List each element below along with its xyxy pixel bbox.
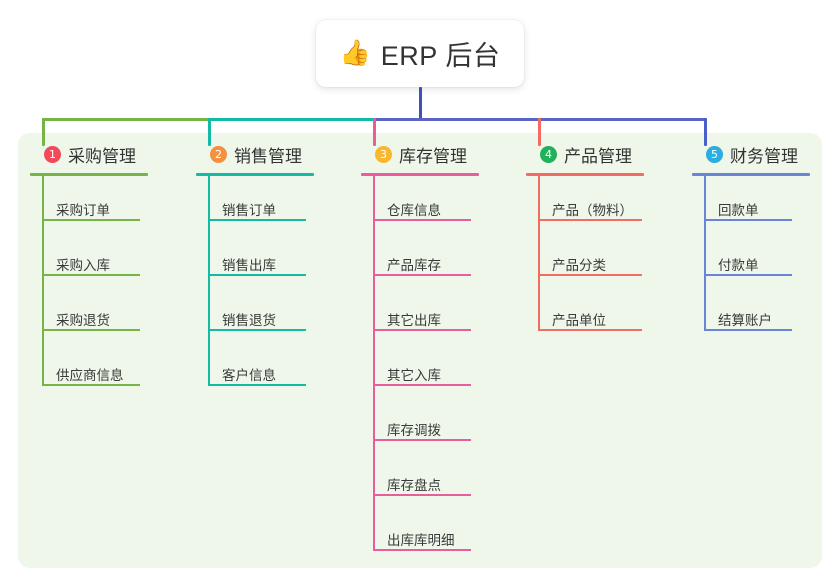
branch-header-rule <box>196 173 314 176</box>
branch-spine <box>42 175 44 386</box>
branch-header-5[interactable]: 5 财务管理 <box>692 141 798 167</box>
branch-header-1[interactable]: 1 采购管理 <box>30 141 136 167</box>
leaf-item-label[interactable]: 产品单位 <box>552 313 606 328</box>
branch-number-badge: 5 <box>706 145 723 163</box>
leaf-item-label[interactable]: 采购退货 <box>56 313 110 328</box>
thumbs-up-icon: 👍 <box>339 39 371 67</box>
leaf-item-rule <box>373 384 471 386</box>
leaf-item-label[interactable]: 出库库明细 <box>387 533 455 548</box>
leaf-item-label[interactable]: 其它出库 <box>387 313 441 328</box>
leaf-item-rule <box>704 219 792 221</box>
column-drop-line-1 <box>42 118 45 146</box>
leaf-item-rule <box>373 494 471 496</box>
leaf-item-rule <box>538 274 642 276</box>
leaf-item-label[interactable]: 供应商信息 <box>56 368 124 383</box>
leaf-item-label[interactable]: 客户信息 <box>222 368 276 383</box>
leaf-item-label[interactable]: 库存盘点 <box>387 478 441 493</box>
leaf-item-label[interactable]: 产品分类 <box>552 258 606 273</box>
leaf-item-label[interactable]: 产品库存 <box>387 258 441 273</box>
leaf-item-label[interactable]: 仓库信息 <box>387 203 441 218</box>
branch-title: 财务管理 <box>730 146 798 166</box>
column-drop-line-5 <box>704 118 707 146</box>
root-drop-line <box>419 87 422 121</box>
branch-title: 库存管理 <box>399 146 467 166</box>
branch-number-badge: 2 <box>210 145 227 163</box>
leaf-item-rule <box>704 274 792 276</box>
leaf-item-rule <box>42 329 140 331</box>
branch-column-2: 2 销售管理销售订单销售出库销售退货客户信息 <box>196 141 314 386</box>
branch-title: 采购管理 <box>68 146 136 166</box>
column-drop-line-3 <box>373 118 376 146</box>
column-drop-line-2 <box>208 118 211 146</box>
leaf-item-label[interactable]: 回款单 <box>718 203 759 218</box>
branch-spine <box>373 175 375 551</box>
branch-title: 产品管理 <box>564 146 632 166</box>
branch-column-4: 4 产品管理产品（物料） 产品分类产品单位 <box>526 141 644 331</box>
leaf-item-label[interactable]: 付款单 <box>718 258 759 273</box>
leaf-item-rule <box>42 274 140 276</box>
branch-number-badge: 4 <box>540 145 557 163</box>
leaf-item-rule <box>42 384 140 386</box>
branch-number-badge: 1 <box>44 145 61 163</box>
leaf-item-label[interactable]: 销售出库 <box>222 258 276 273</box>
root-node-card[interactable]: 👍 ERP 后台 <box>316 20 524 87</box>
branch-column-5: 5 财务管理回款单付款单结算账户 <box>692 141 810 331</box>
leaf-item-rule <box>373 439 471 441</box>
leaf-item-rule <box>373 329 471 331</box>
bus-segment-middle <box>208 118 375 121</box>
leaf-item-rule <box>208 329 306 331</box>
leaf-item-label[interactable]: 销售订单 <box>222 203 276 218</box>
leaf-item-rule <box>208 274 306 276</box>
leaf-item-rule <box>373 274 471 276</box>
leaf-item-label[interactable]: 结算账户 <box>718 313 772 328</box>
branch-column-3: 3 库存管理仓库信息产品库存其它出库其它入库库存调拨库存盘点出库库明细 <box>361 141 479 551</box>
branch-header-4[interactable]: 4 产品管理 <box>526 141 632 167</box>
branch-header-2[interactable]: 2 销售管理 <box>196 141 302 167</box>
leaf-item-rule <box>704 329 792 331</box>
branch-header-rule <box>30 173 148 176</box>
branch-header-rule <box>361 173 479 176</box>
leaf-item-rule <box>538 329 642 331</box>
leaf-item-label[interactable]: 产品（物料） <box>552 203 633 218</box>
branch-spine <box>538 175 540 331</box>
branch-title: 销售管理 <box>234 146 302 166</box>
branch-number-badge: 3 <box>375 145 392 163</box>
leaf-item-rule <box>208 219 306 221</box>
branch-spine <box>704 175 706 331</box>
leaf-item-label[interactable]: 其它入库 <box>387 368 441 383</box>
leaf-item-label[interactable]: 库存调拨 <box>387 423 441 438</box>
branch-header-rule <box>692 173 810 176</box>
leaf-item-label[interactable]: 销售退货 <box>222 313 276 328</box>
leaf-item-label[interactable]: 采购订单 <box>56 203 110 218</box>
leaf-item-rule <box>208 384 306 386</box>
leaf-item-rule <box>538 219 642 221</box>
branch-header-3[interactable]: 3 库存管理 <box>361 141 467 167</box>
column-drop-line-4 <box>538 118 541 146</box>
branch-spine <box>208 175 210 386</box>
branch-header-rule <box>526 173 644 176</box>
leaf-item-label[interactable]: 采购入库 <box>56 258 110 273</box>
bus-segment-left <box>42 118 210 121</box>
branch-column-1: 1 采购管理采购订单采购入库采购退货供应商信息 <box>30 141 148 386</box>
leaf-item-rule <box>42 219 140 221</box>
root-node-title: ERP 后台 <box>380 41 501 71</box>
leaf-item-rule <box>373 549 471 551</box>
leaf-item-rule <box>373 219 471 221</box>
